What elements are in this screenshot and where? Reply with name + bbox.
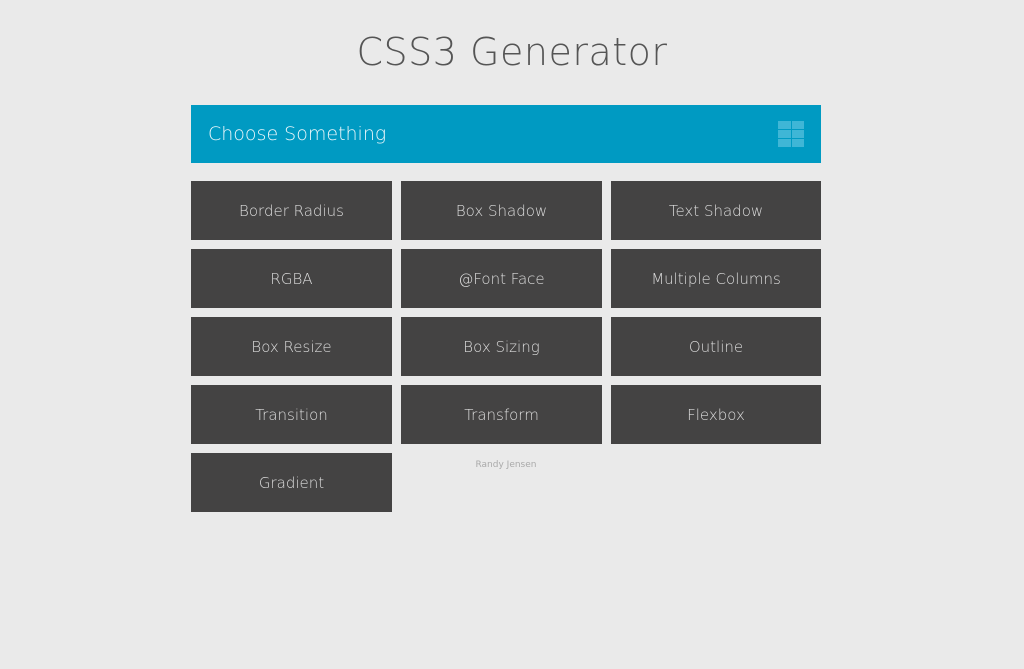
tile-text-shadow[interactable]: Text Shadow	[611, 181, 821, 240]
tile-box-resize[interactable]: Box Resize	[191, 317, 392, 376]
tile-box-sizing[interactable]: Box Sizing	[401, 317, 602, 376]
tile-gradient[interactable]: Gradient	[191, 453, 392, 512]
page-title: CSS3 Generator	[356, 30, 668, 74]
header-label: Choose Something	[208, 123, 387, 145]
tile-rgba[interactable]: RGBA	[191, 249, 392, 308]
grid-menu-icon[interactable]	[778, 121, 804, 147]
tile-outline[interactable]: Outline	[611, 317, 821, 376]
tile-box-shadow[interactable]: Box Shadow	[401, 181, 602, 240]
tile-flexbox[interactable]: Flexbox	[611, 385, 821, 444]
tile-font-face[interactable]: @Font Face	[401, 249, 602, 308]
tile-multiple-columns[interactable]: Multiple Columns	[611, 249, 821, 308]
tile-border-radius[interactable]: Border Radius	[191, 181, 392, 240]
choose-header[interactable]: Choose Something	[191, 105, 821, 163]
author-credit: Randy Jensen	[475, 460, 537, 470]
tile-transition[interactable]: Transition	[191, 385, 392, 444]
tile-transform[interactable]: Transform	[401, 385, 602, 444]
